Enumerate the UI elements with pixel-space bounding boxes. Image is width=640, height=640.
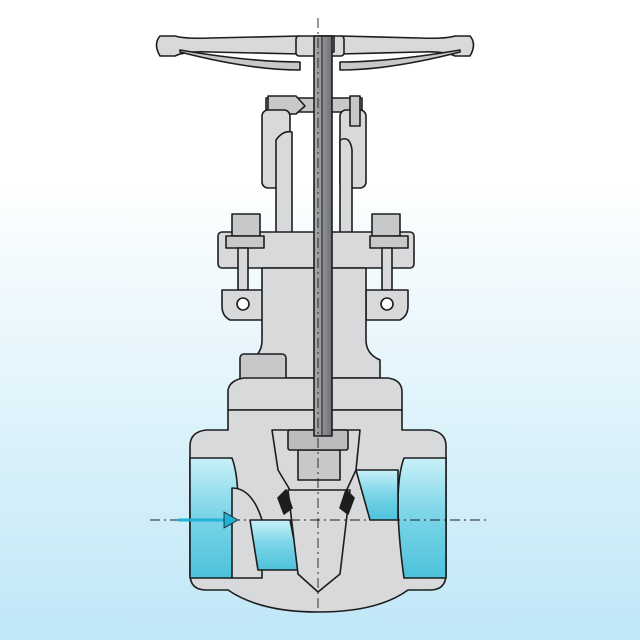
centerlines [150,18,490,612]
outlet-bore [355,457,447,579]
seat-rings [277,489,355,515]
gate-wedge [287,429,351,593]
inlet-bore [189,457,301,579]
flow-arrow-icon [178,511,239,529]
valve-stem [313,35,333,437]
